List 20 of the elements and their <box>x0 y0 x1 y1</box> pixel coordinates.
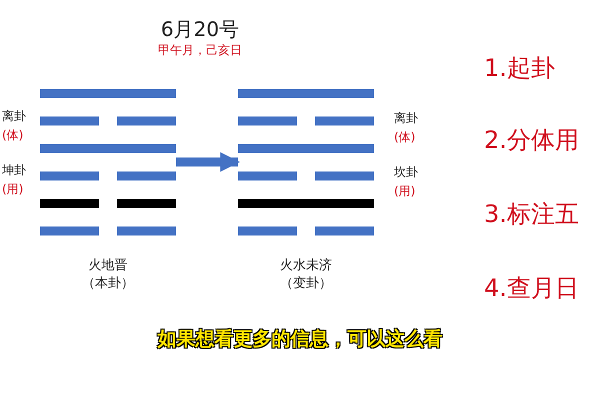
hexagram-name: （变卦） <box>279 275 333 292</box>
date-subtitle: 甲午月，己亥日 <box>158 43 242 57</box>
step-text: 1.起卦 <box>484 54 555 82</box>
step-text: 2.分体用 <box>484 126 579 154</box>
step-text: 4.查月日 <box>484 274 579 302</box>
trigram-label: 坎卦 <box>394 165 418 179</box>
step-text: 3.标注五 <box>484 200 579 228</box>
role-label: (用) <box>2 182 24 196</box>
arrow <box>176 152 240 172</box>
title: 6月20号 <box>160 16 240 43</box>
trigram-label: 离卦 <box>394 111 418 125</box>
trigram-label: 坤卦 <box>2 163 26 177</box>
trigram-label: 离卦 <box>2 109 26 123</box>
hexagram-name: 火水未济 <box>279 257 333 274</box>
role-label: (用) <box>394 184 416 198</box>
hexagram-name: 火地晋 <box>88 257 128 274</box>
role-label: (体) <box>394 130 416 144</box>
hexagram-name: （本卦） <box>81 275 135 292</box>
role-label: (体) <box>2 128 24 142</box>
video-subtitle: 如果想看更多的信息，可以这么看 <box>158 328 442 350</box>
